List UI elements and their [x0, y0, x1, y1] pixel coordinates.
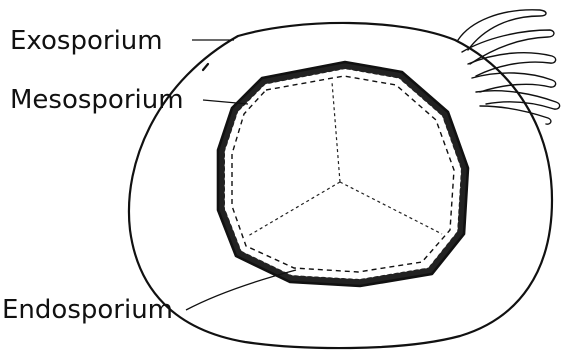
- wall-tick-mark: [203, 64, 208, 70]
- trilete-ray-left: [248, 182, 340, 236]
- elater-1: [458, 10, 546, 50]
- endosporium-wall: [232, 76, 454, 272]
- label-endosporium: Endosporium: [2, 295, 173, 325]
- elaters: [458, 10, 560, 124]
- trilete-mark: [248, 82, 442, 236]
- elater-6: [480, 106, 551, 124]
- elater-2: [462, 30, 554, 64]
- exosporium-outline: [129, 23, 552, 348]
- label-exosporium: Exosporium: [10, 26, 163, 56]
- label-mesosporium: Mesosporium: [10, 85, 184, 115]
- trilete-ray-up: [332, 82, 340, 182]
- trilete-ray-right: [340, 182, 442, 234]
